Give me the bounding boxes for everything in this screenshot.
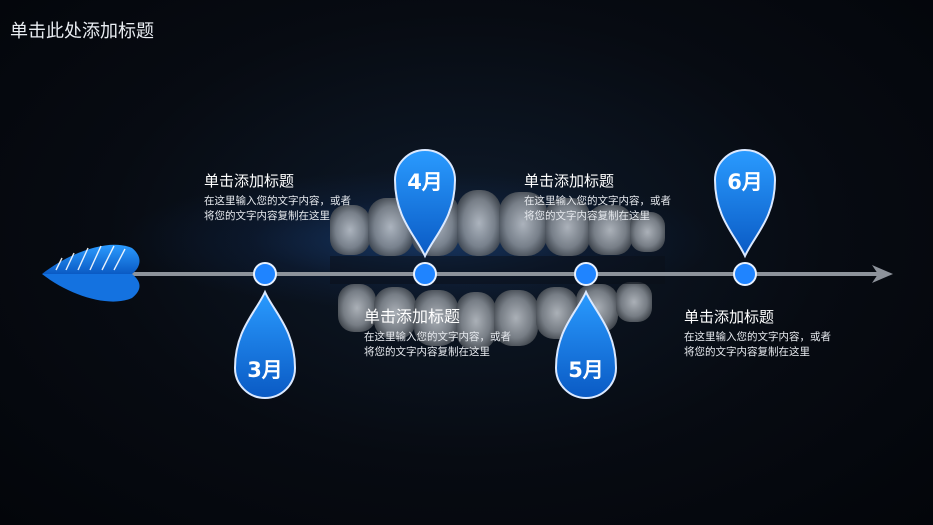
slide-title: 单击此处添加标题: [10, 21, 154, 42]
milestone-body: 在这里输入您的文字内容，或者将您的文字内容复制在这里: [204, 195, 351, 222]
timeline-node-4: [733, 262, 757, 286]
timeline-node-3: [574, 262, 598, 286]
teeth-image: [330, 190, 665, 350]
milestone-heading: 单击添加标题: [204, 172, 295, 190]
month-marker-4: [713, 149, 777, 259]
month-label-4: 6月: [727, 170, 763, 194]
milestone-text-1: 单击添加标题 在这里输入您的文字内容，或者将您的文字内容复制在这里: [204, 172, 354, 224]
milestone-body: 在这里输入您的文字内容，或者将您的文字内容复制在这里: [684, 331, 831, 358]
month-marker-1: [233, 289, 297, 399]
milestone-heading: 单击添加标题: [684, 308, 775, 326]
month-label-2: 4月: [407, 170, 443, 194]
month-marker-3: [554, 289, 618, 399]
feather-icon: [42, 244, 140, 302]
month-marker-2: [393, 149, 457, 259]
timeline-node-2: [413, 262, 437, 286]
milestone-heading: 单击添加标题: [364, 307, 461, 326]
timeline-node-1: [253, 262, 277, 286]
month-label-1: 3月: [247, 358, 283, 382]
milestone-text-2: 单击添加标题 在这里输入您的文字内容，或者将您的文字内容复制在这里: [364, 308, 514, 360]
milestone-text-3: 单击添加标题 在这里输入您的文字内容，或者将您的文字内容复制在这里: [524, 172, 674, 224]
milestone-body: 在这里输入您的文字内容，或者将您的文字内容复制在这里: [524, 195, 671, 222]
milestone-body: 在这里输入您的文字内容，或者将您的文字内容复制在这里: [364, 331, 511, 358]
month-label-3: 5月: [568, 358, 604, 382]
milestone-text-4: 单击添加标题 在这里输入您的文字内容，或者将您的文字内容复制在这里: [684, 308, 834, 360]
milestone-heading: 单击添加标题: [524, 172, 615, 190]
